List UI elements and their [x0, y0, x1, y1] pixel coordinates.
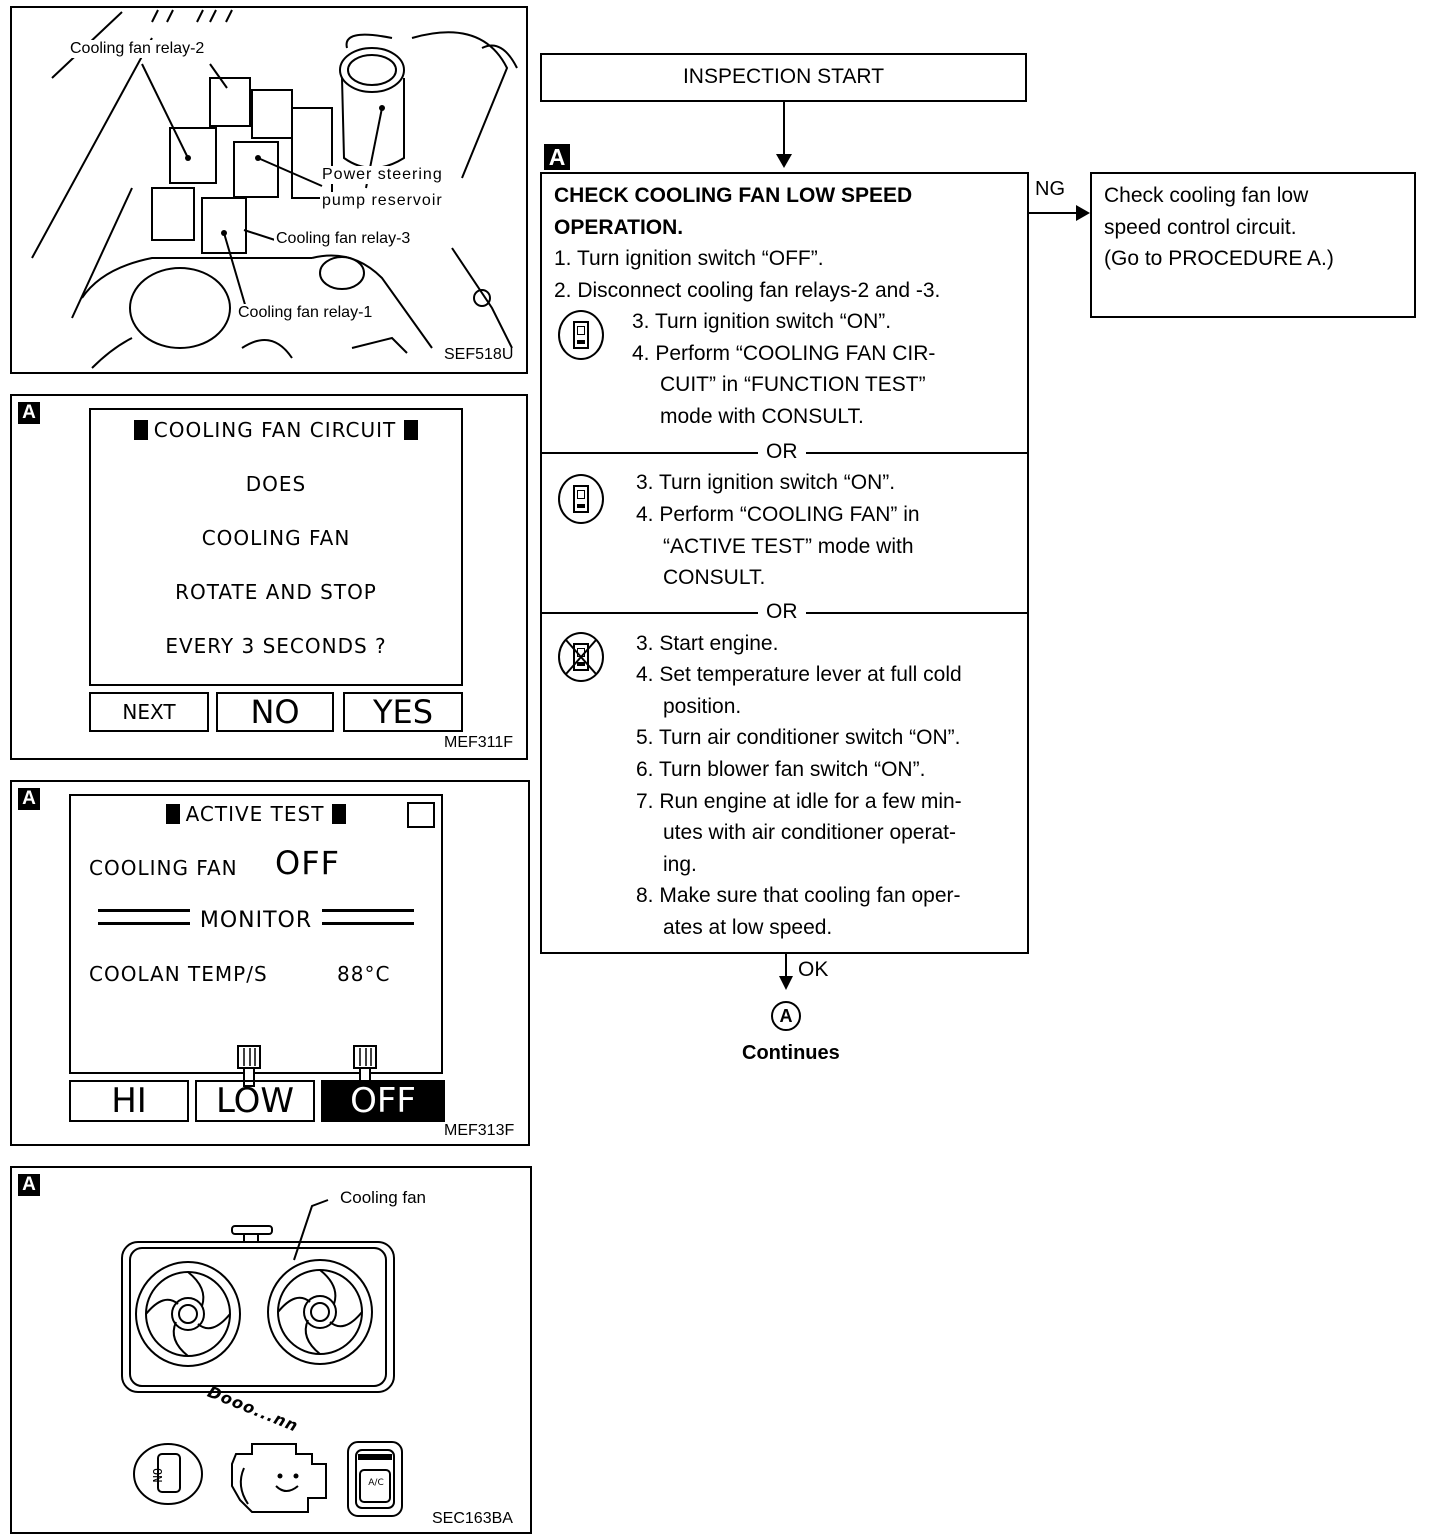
active-step-4-cont1: “ACTIVE TEST” mode with — [663, 535, 914, 558]
callout-power-steering-line1: Power steering — [320, 166, 445, 184]
inspection-start-label: INSPECTION START — [682, 65, 885, 88]
active-step-4: 4. Perform “COOLING FAN” in — [636, 503, 920, 526]
manual-step-7: 7. Run engine at idle for a few min- — [636, 790, 962, 813]
step-1: 1. Turn ignition switch “OFF”. — [554, 247, 824, 270]
manual-step-4-cont: position. — [663, 695, 742, 718]
figure-code: MEF313F — [444, 1122, 515, 1139]
title-marker-right — [404, 420, 419, 440]
arrow-head-icon — [779, 976, 793, 990]
manual-step-3: 3. Start engine. — [636, 632, 779, 655]
prompt-line-2: COOLING FAN — [201, 526, 351, 550]
manual-step-7-cont2: ing. — [663, 853, 697, 876]
title-marker-left — [133, 420, 148, 440]
ignition-key-label: ON — [150, 1468, 164, 1483]
relay-location-figure: Cooling fan relay-2 Power steering pump … — [10, 6, 528, 374]
radiator-fan-illustration — [121, 1199, 403, 1517]
arrow-head-icon — [1076, 205, 1090, 221]
consult-screen: ACTIVE TEST COOLING FAN OFF MONITOR COOL… — [69, 794, 443, 1074]
callout-cooling-fan: Cooling fan — [340, 1188, 427, 1207]
yes-button[interactable]: YES — [343, 692, 463, 732]
manual-step-8-cont: ates at low speed. — [663, 916, 833, 939]
finger-pointer-icon — [353, 1045, 377, 1087]
prompt-line-3: ROTATE AND STOP — [175, 580, 377, 604]
ok-label: OK — [798, 958, 829, 981]
function-step-4-cont1: CUIT” in “FUNCTION TEST” — [660, 373, 926, 396]
manual-step-6: 6. Turn blower fan switch “ON”. — [636, 758, 926, 781]
prompt-line-4: EVERY 3 SECONDS ? — [165, 634, 387, 658]
ng-action-box: Check cooling fan low speed control circ… — [1090, 172, 1416, 318]
coolant-temp-label: COOLAN TEMP/S — [89, 962, 268, 986]
title-marker-left — [165, 804, 180, 824]
function-step-4-cont2: mode with CONSULT. — [660, 405, 864, 428]
ng-action-line2: speed control circuit. — [1104, 216, 1297, 239]
check-low-speed-box: CHECK COOLING FAN LOW SPEED OPERATION. 1… — [540, 172, 1029, 954]
ng-label: NG — [1035, 178, 1065, 200]
monitor-divider: MONITOR — [71, 908, 441, 933]
callout-relay-3: Cooling fan relay-3 — [274, 230, 413, 248]
figure-code: MEF311F — [444, 734, 514, 751]
function-test-figure: A COOLING FAN CIRCUIT DOES COOLING FAN R… — [10, 394, 528, 760]
equals-right — [322, 909, 415, 925]
mode-tag-a: A — [18, 788, 40, 810]
ng-arrow-line — [1029, 212, 1079, 214]
manual-step-8: 8. Make sure that cooling fan oper- — [636, 884, 961, 907]
coolant-temp-value: 88°C — [337, 962, 391, 986]
check-title-line1: CHECK COOLING FAN LOW SPEED — [554, 184, 913, 207]
manual-step-4: 4. Set temperature lever at full cold — [636, 663, 962, 686]
function-step-4: 4. Perform “COOLING FAN CIR- — [632, 342, 936, 365]
continues-label: Continues — [742, 1042, 840, 1064]
function-step-3: 3. Turn ignition switch “ON”. — [632, 310, 892, 333]
active-test-figure: A ACTIVE TEST COOLING FAN OFF MONITOR CO… — [10, 780, 530, 1146]
next-button[interactable]: NEXT — [89, 692, 209, 732]
test-item-label: COOLING FAN — [89, 856, 238, 880]
ac-button-label: A/C — [368, 1478, 384, 1488]
step-2: 2. Disconnect cooling fan relays-2 and -… — [554, 279, 941, 302]
consult-icon — [558, 474, 604, 524]
screen-title: COOLING FAN CIRCUIT — [91, 418, 461, 442]
record-box-icon[interactable] — [407, 802, 435, 828]
ng-action-line3: (Go to PROCEDURE A.) — [1104, 247, 1334, 270]
screen-title: ACTIVE TEST — [71, 802, 441, 826]
mode-tag-a: A — [18, 402, 40, 424]
finger-pointer-icon — [237, 1045, 261, 1087]
manual-step-5: 5. Turn air conditioner switch “ON”. — [636, 726, 961, 749]
consult-icon — [558, 310, 604, 360]
equals-left — [97, 909, 190, 925]
callout-relay-2: Cooling fan relay-2 — [68, 40, 207, 58]
prompt-line-1: DOES — [245, 472, 307, 496]
or-label: OR — [758, 596, 806, 628]
no-button[interactable]: NO — [216, 692, 334, 732]
ok-arrow-line — [785, 954, 787, 976]
active-step-3: 3. Turn ignition switch “ON”. — [636, 471, 896, 494]
manual-step-7-cont1: utes with air conditioner operat- — [663, 821, 956, 844]
arrow-head-icon — [776, 154, 792, 168]
figure-code: SEC163BA — [432, 1510, 513, 1527]
mode-tag-a: A — [18, 1174, 40, 1196]
inspection-start-box: INSPECTION START — [540, 53, 1027, 102]
callout-relay-1: Cooling fan relay-1 — [236, 304, 375, 322]
active-step-4-cont2: CONSULT. — [663, 566, 766, 589]
continue-connector[interactable]: A — [771, 1001, 801, 1031]
flow-arrow-down — [783, 102, 785, 158]
consult-screen: COOLING FAN CIRCUIT DOES COOLING FAN ROT… — [89, 408, 463, 686]
test-item-value: OFF — [275, 844, 340, 882]
title-marker-right — [332, 804, 347, 824]
low-button[interactable]: LOW — [195, 1080, 315, 1122]
off-button[interactable]: OFF — [321, 1080, 445, 1122]
callout-power-steering-line2: pump reservoir — [320, 192, 445, 210]
no-consult-icon — [558, 632, 604, 682]
cooling-fan-figure: A — [10, 1166, 532, 1534]
check-title-line2: OPERATION. — [554, 216, 684, 239]
step-tag-a: A — [544, 144, 570, 170]
figure-code: SEF518U — [444, 346, 514, 363]
or-label: OR — [758, 436, 806, 468]
ng-action-line1: Check cooling fan low — [1104, 184, 1309, 207]
hi-button[interactable]: HI — [69, 1080, 189, 1122]
